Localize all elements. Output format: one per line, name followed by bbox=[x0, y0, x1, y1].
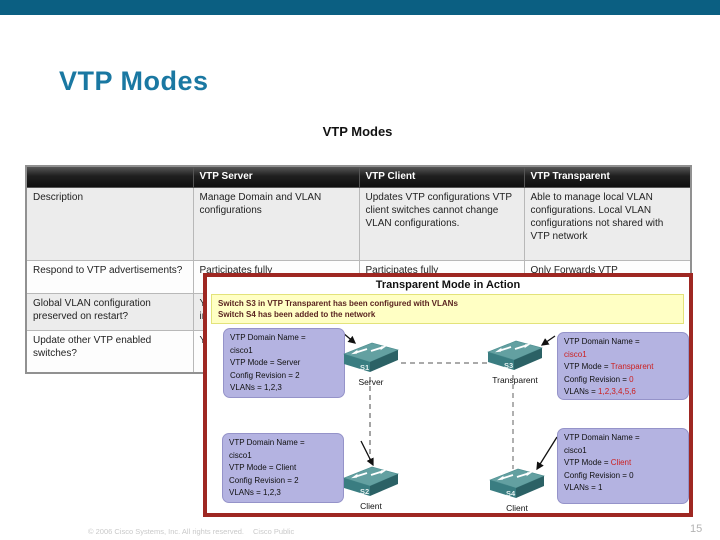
figure-title: Transparent Mode in Action bbox=[375, 279, 521, 291]
column-header: VTP Transparent bbox=[523, 165, 692, 188]
note-line: Switch S3 in VTP Transparent has been co… bbox=[218, 299, 458, 308]
info-line: VTP Mode = Server bbox=[230, 358, 301, 367]
row-label: Update other VTP enabled switches? bbox=[25, 330, 194, 373]
footer-page-number: 15 bbox=[690, 523, 703, 535]
table-heading: VTP Modes bbox=[322, 124, 393, 139]
top-accent-bar bbox=[0, 0, 720, 15]
svg-text:S4: S4 bbox=[506, 489, 516, 498]
table-cell: Manage Domain and VLAN configurations bbox=[192, 187, 360, 261]
row-label: Global VLAN configuration preserved on r… bbox=[25, 293, 194, 331]
info-line: Config Revision = 2 bbox=[230, 370, 300, 380]
info-line: VTP Domain Name = bbox=[230, 333, 306, 342]
info-line: cisco1 bbox=[564, 445, 587, 455]
info-line: VTP Domain Name = bbox=[564, 433, 640, 442]
arrow-to-s2 bbox=[360, 440, 374, 467]
info-line: VLANs = 1 bbox=[564, 483, 603, 492]
transparent-mode-figure: Transparent Mode in Action Switch S3 in … bbox=[203, 273, 693, 517]
info-line: VTP Mode = Client bbox=[229, 463, 297, 472]
svg-text:S2: S2 bbox=[360, 487, 369, 496]
switch-icon: S4 bbox=[489, 468, 545, 498]
figure-note-callout: Switch S3 in VTP Transparent has been co… bbox=[211, 294, 684, 324]
column-header bbox=[25, 165, 194, 188]
svg-text:S1: S1 bbox=[360, 363, 369, 372]
info-line: VTP Domain Name = bbox=[229, 438, 305, 447]
column-header: VTP Client bbox=[358, 165, 525, 188]
page-title: VTP Modes bbox=[59, 66, 209, 96]
switch-icon: S3 bbox=[487, 340, 543, 370]
row-label: Description bbox=[25, 187, 194, 261]
info-line: VTP Mode = Client bbox=[564, 458, 632, 467]
column-header: VTP Server bbox=[192, 165, 360, 188]
info-line: Config Revision = 0 bbox=[564, 470, 634, 480]
info-line: VLANs = 1,2,3,4,5,6 bbox=[564, 387, 636, 396]
info-line: VLANs = 1,2,3 bbox=[229, 488, 281, 497]
note-line: Switch S4 has been added to the network bbox=[218, 310, 376, 319]
switch-icon: S2 bbox=[343, 466, 399, 496]
row-label: Respond to VTP advertisements? bbox=[25, 260, 194, 294]
info-line: cisco1 bbox=[230, 345, 253, 355]
switch-icon: S1 bbox=[343, 342, 399, 372]
switch-role-label: Client bbox=[360, 501, 382, 511]
switch-role-label: Client bbox=[506, 503, 528, 513]
info-line: cisco1 bbox=[229, 450, 252, 460]
switch-role-label: Server bbox=[358, 377, 384, 387]
footer-copyright: © 2006 Cisco Systems, Inc. All rights re… bbox=[88, 527, 245, 536]
switch-role-label: Transparent bbox=[492, 375, 538, 385]
table-cell: Able to manage local VLAN configurations… bbox=[523, 187, 692, 261]
info-line: VTP Mode = Transparent bbox=[564, 362, 654, 371]
info-line: cisco1 bbox=[564, 349, 587, 359]
info-line: Config Revision = 2 bbox=[229, 475, 299, 485]
table-cell: Updates VTP configurations VTP client sw… bbox=[358, 187, 525, 261]
footer-classification: Cisco Public bbox=[253, 527, 295, 536]
info-line: VLANs = 1,2,3 bbox=[230, 383, 282, 392]
info-line: VTP Domain Name = bbox=[564, 337, 640, 346]
info-line: Config Revision = 0 bbox=[564, 374, 634, 384]
svg-text:S3: S3 bbox=[504, 361, 513, 370]
